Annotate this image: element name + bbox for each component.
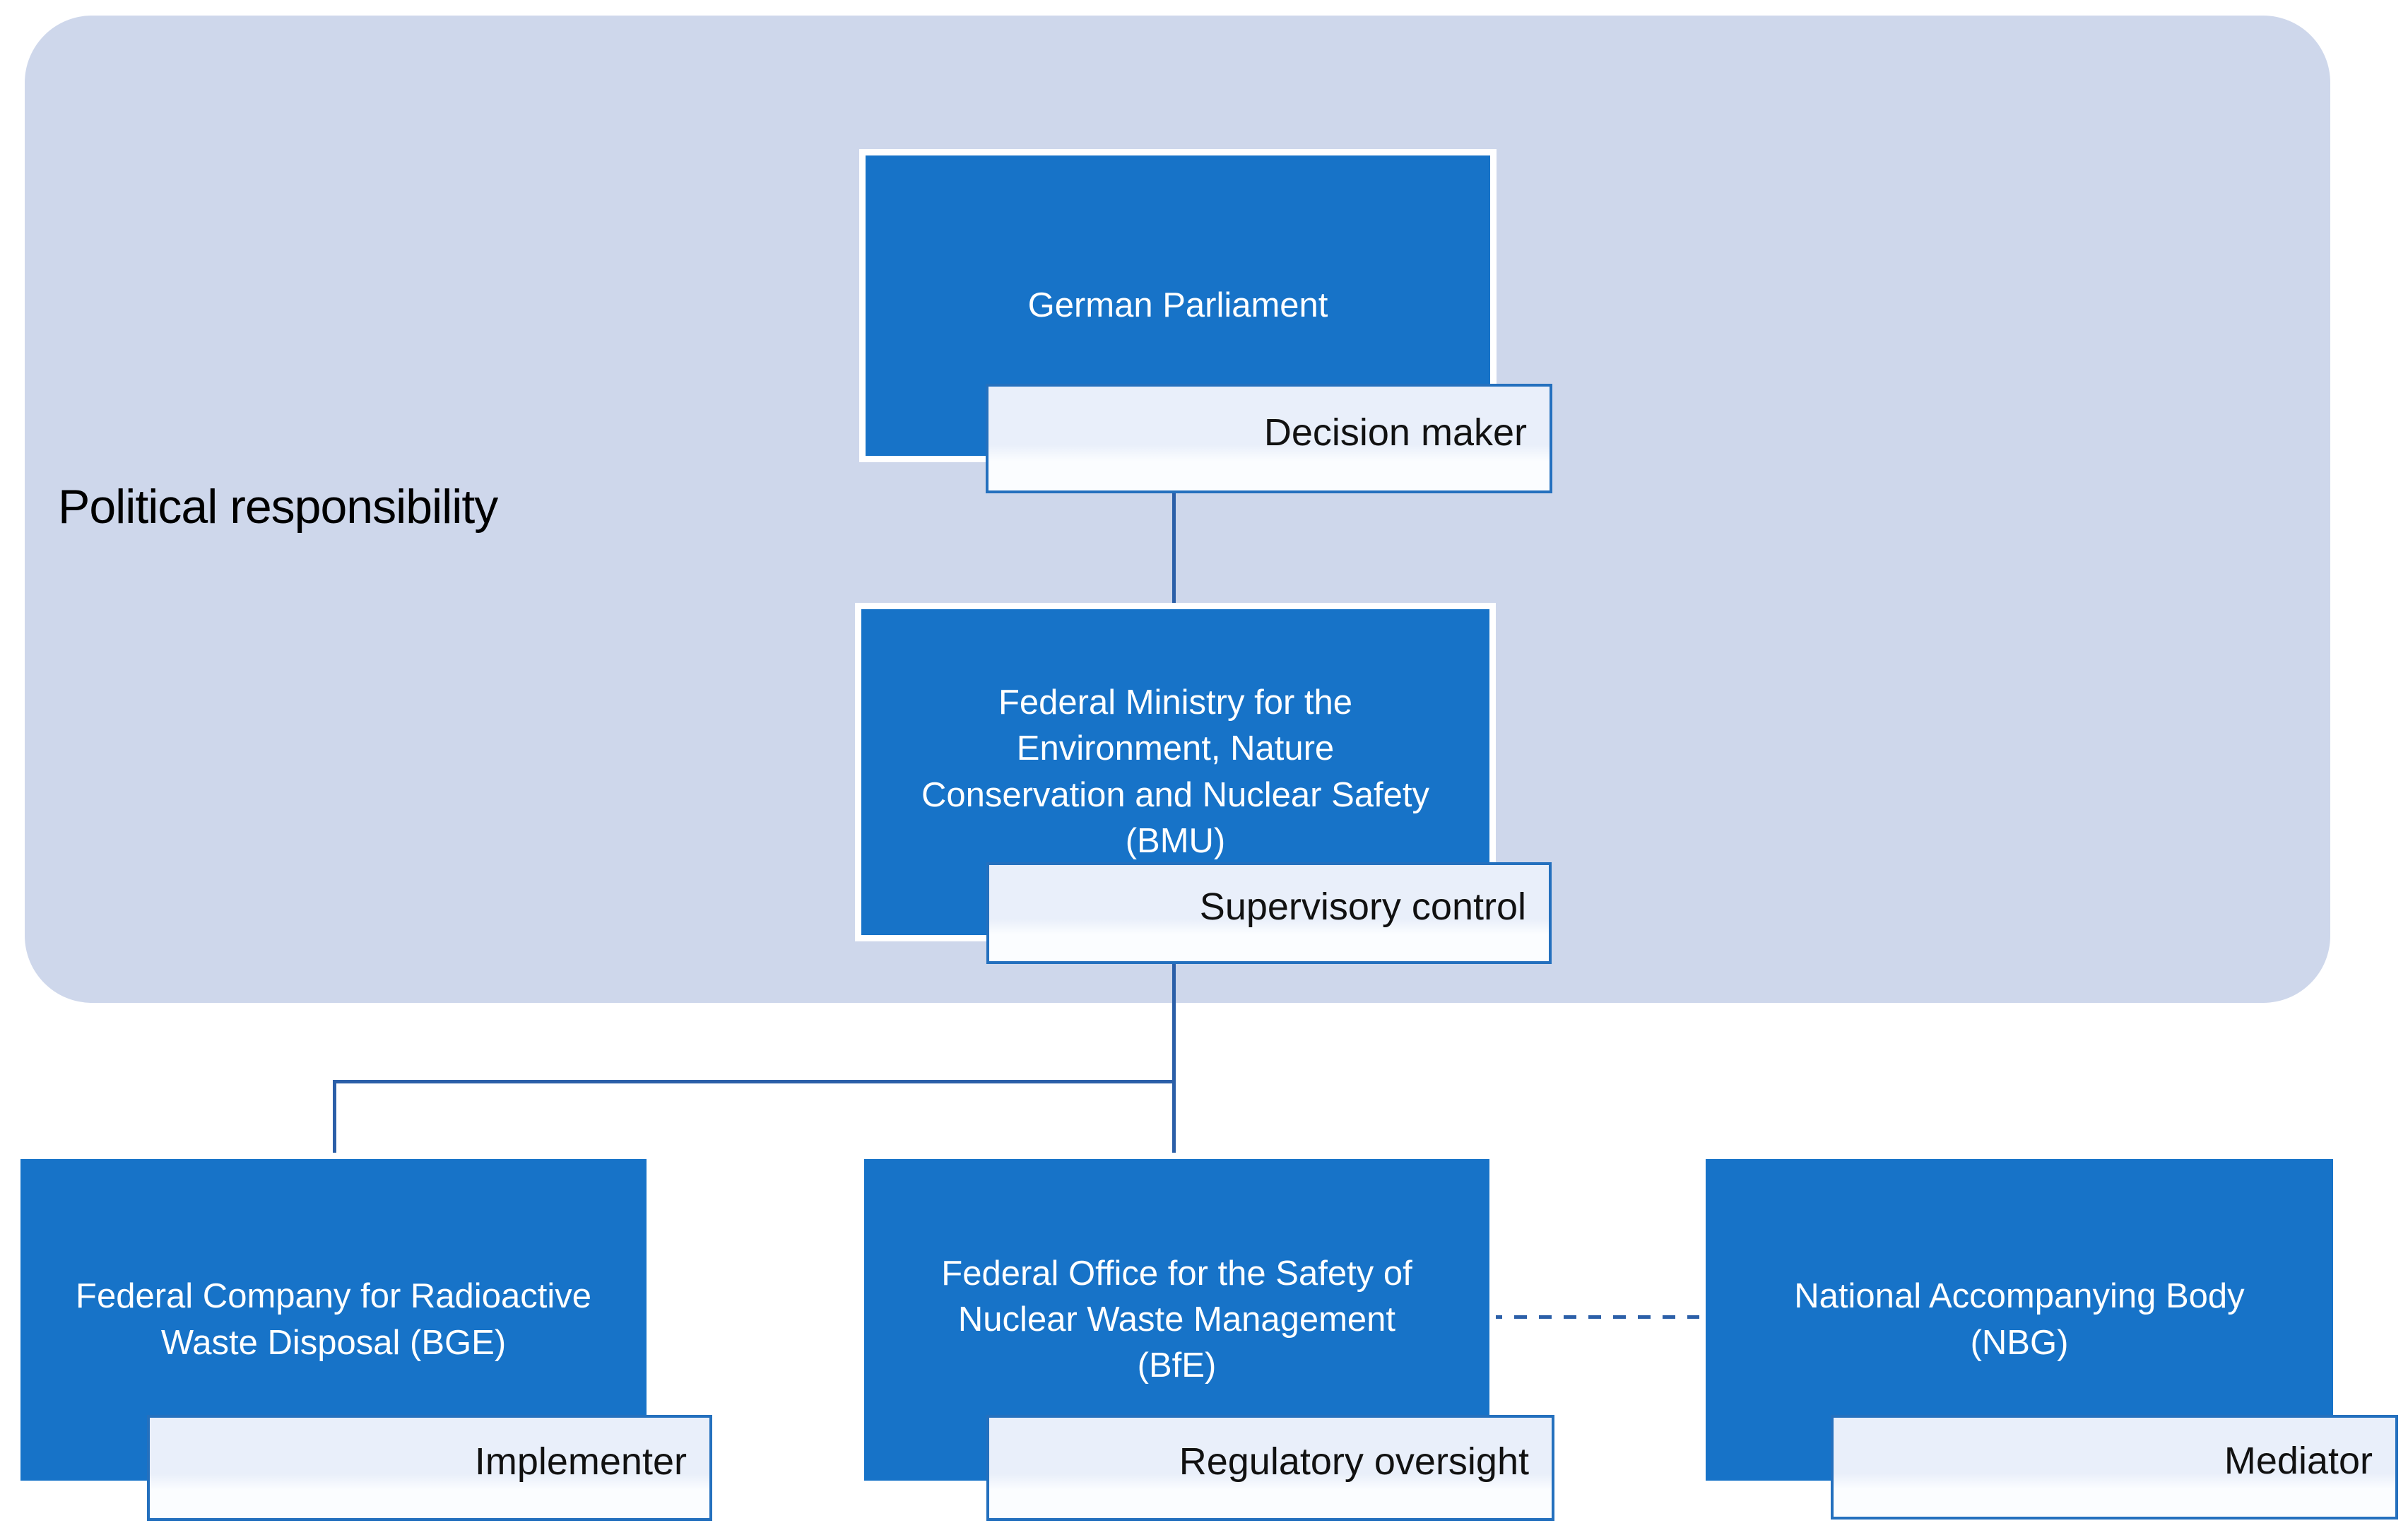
connector-branch-bge [333, 1080, 336, 1161]
role-label-decision-maker: Decision maker [986, 384, 1552, 493]
role-label-implementer: Implementer [147, 1415, 712, 1521]
role-label-mediator: Mediator [1831, 1415, 2398, 1520]
connector-parliament-bmu [1172, 493, 1176, 611]
connector-bfe-nbg-dashed [1489, 1315, 1706, 1319]
role-label-supervisory-control: Supervisory control [986, 862, 1552, 964]
role-label-regulatory-oversight: Regulatory oversight [986, 1415, 1554, 1521]
connector-branch-horizontal [333, 1080, 1176, 1083]
connector-bmu-bfe [1172, 963, 1176, 1161]
region-title: Political responsibility [58, 480, 498, 534]
